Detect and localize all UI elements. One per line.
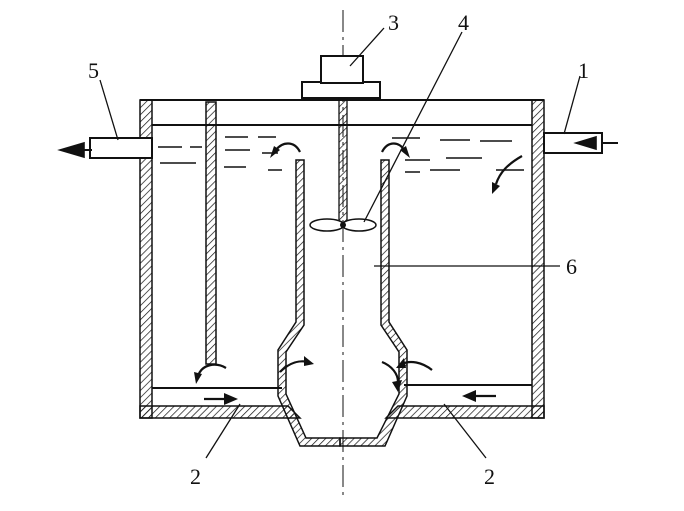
passage-arrowheads	[224, 390, 476, 405]
label-impeller: 4	[458, 10, 469, 35]
passage-flow-arrows	[204, 394, 496, 401]
baffle	[205, 101, 217, 365]
inlet-pipe	[543, 132, 618, 154]
label-bottom-passage-right: 2	[484, 464, 495, 489]
flow-arrows	[196, 142, 523, 383]
label-bottom-passage-left: 2	[190, 464, 201, 489]
label-motor: 3	[388, 10, 399, 35]
label-inlet-pipe: 1	[578, 58, 589, 83]
draft-tube	[277, 159, 408, 447]
flow-arrowheads	[194, 146, 500, 392]
motor-body	[320, 55, 364, 84]
leader-lines	[99, 27, 581, 459]
tank-wall	[139, 99, 545, 419]
impeller	[309, 218, 377, 232]
motor-base	[301, 81, 381, 99]
shaft	[338, 97, 348, 227]
label-outlet-pipe: 5	[88, 58, 99, 83]
liquid-surface	[152, 124, 532, 173]
outlet-pipe	[57, 137, 153, 159]
label-draft-tube: 6	[566, 254, 577, 279]
